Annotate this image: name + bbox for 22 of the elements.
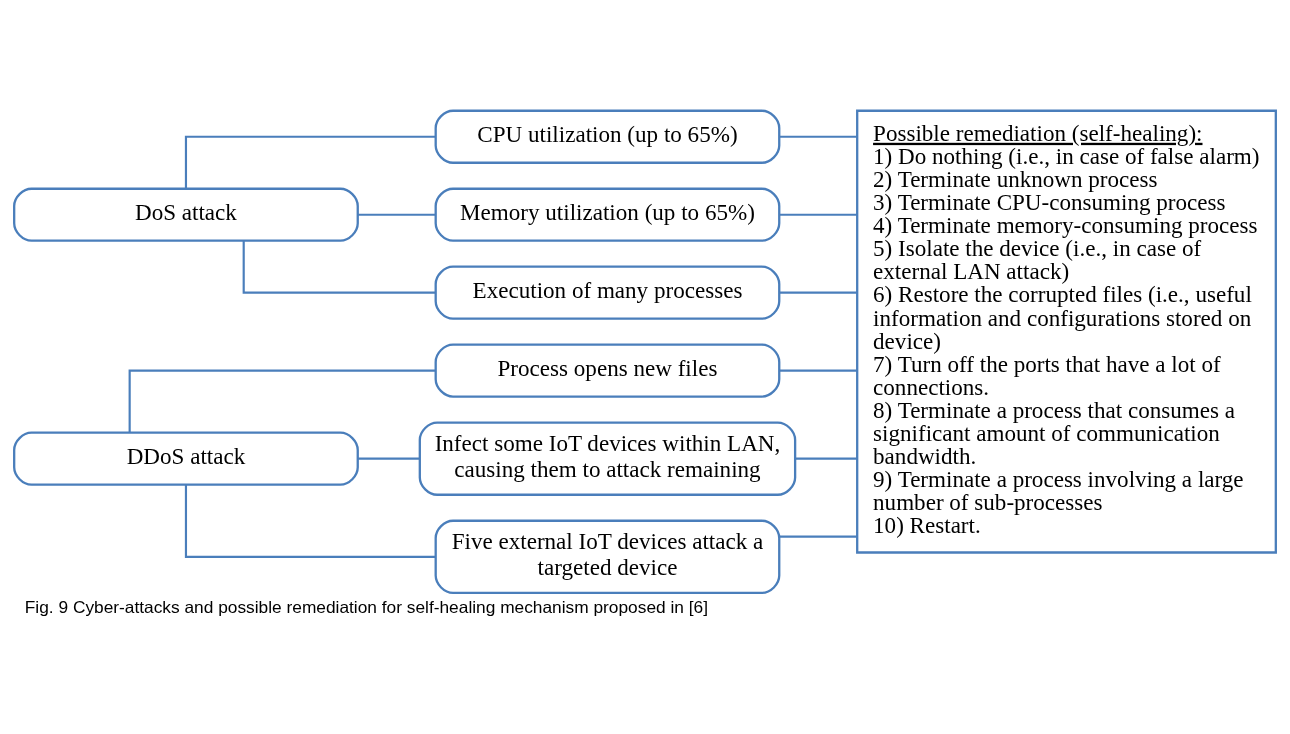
node-box: Process opens new files	[434, 343, 781, 398]
connector	[779, 291, 857, 294]
node-box: Infect some IoT devices within LAN, causing them to attack remaining	[418, 421, 797, 496]
connector	[128, 369, 436, 433]
connector	[779, 213, 857, 216]
connector	[242, 241, 436, 294]
node-box: CPU utilization (up to 65%)	[434, 109, 781, 164]
node-box: Execution of many processes	[434, 265, 781, 320]
node-box: DoS attack	[13, 187, 359, 242]
connector	[184, 135, 436, 189]
connector	[795, 457, 858, 460]
connector	[184, 484, 436, 558]
node-box: DDoS attack	[13, 431, 359, 486]
caption: Fig. 9 Cyber-attacks and possible remediation for self-healing mechanism proposed in [6]	[24, 596, 709, 617]
connector	[779, 135, 857, 138]
node-box: Memory utilization (up to 65%)	[434, 187, 781, 242]
connector	[358, 457, 420, 460]
connector	[358, 213, 436, 216]
node-box: Five external IoT devices attack a targeted device	[434, 519, 781, 595]
connector	[779, 369, 857, 372]
node-box: Possible remediation (self-healing): 1) Do nothing (i.e., in case of false alarm) 2) Terminate unknown process 3) Terminate CPU-consuming process 4) Terminate memory-consuming process 5) Isolate the device (i.e., in case of external LAN attack) 6) Restore the corrupted files (i.e., useful information and configurations stored on device) 7) Turn off the ports that have a lot of connections. 8) Terminate a process that consumes a significant amount of communication bandwidth. 9) Terminate a process involving a large number of sub-processes 10) Restart.	[856, 109, 1277, 554]
connector	[779, 535, 857, 538]
